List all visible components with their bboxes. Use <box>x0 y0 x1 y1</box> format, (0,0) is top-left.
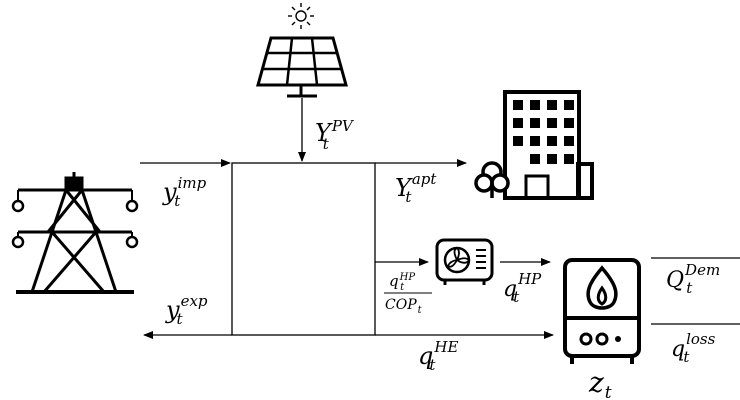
solar-panel-icon <box>256 36 348 98</box>
central-node-box <box>231 162 376 336</box>
apartment-building-icon <box>474 90 594 200</box>
boiler-icon <box>563 258 641 364</box>
label-hp-input-denominator: COPt <box>385 297 423 316</box>
label-z: zt <box>588 366 612 400</box>
transmission-tower-icon <box>11 172 139 294</box>
flow-arrows <box>140 98 740 339</box>
sun-icon <box>288 3 314 29</box>
heat-pump-icon <box>435 238 494 285</box>
